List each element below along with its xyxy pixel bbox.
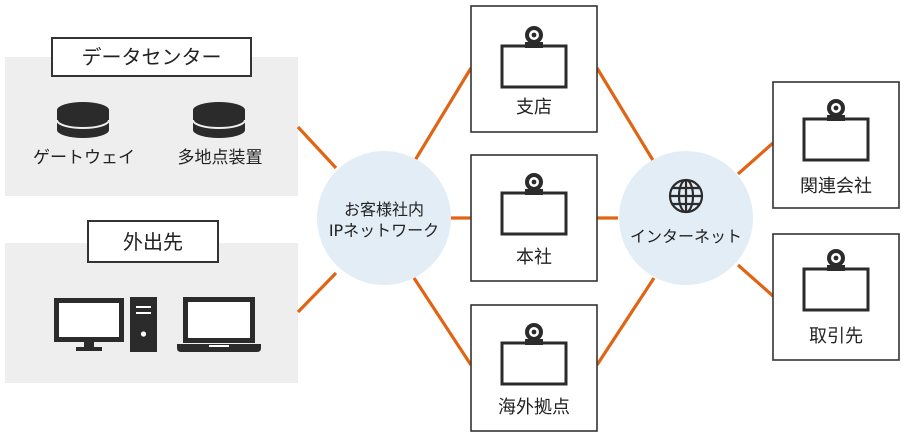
webcam-icon: [802, 99, 870, 162]
laptop-icon: [177, 297, 261, 352]
link-internet-client: [736, 263, 775, 298]
client-label: 取引先: [809, 326, 863, 347]
datacenter-title-box: [51, 37, 252, 77]
desktop-monitor-icon: [54, 298, 124, 351]
affiliate-label: 関連会社: [800, 176, 872, 197]
overseas-label: 海外拠点: [498, 397, 570, 418]
remote-title-box: [87, 220, 219, 263]
webcam-icon: [500, 323, 568, 386]
site-client: 取引先: [772, 233, 900, 361]
link-ip-overseas: [412, 277, 473, 366]
link-overseas-internet: [595, 277, 656, 366]
database-icon: [192, 102, 246, 138]
link-remote-ip: [296, 271, 338, 314]
connection-lines: [296, 67, 775, 366]
site-affiliate: 関連会社: [772, 81, 900, 209]
webcam-icon: [500, 26, 568, 89]
branch-label: 支店: [516, 97, 552, 118]
link-ip-branch: [412, 67, 473, 163]
link-branch-internet: [595, 67, 656, 163]
link-datacenter-ip: [296, 125, 338, 170]
site-overseas: 海外拠点: [470, 304, 598, 432]
datacenter-title: データセンター: [82, 45, 222, 69]
link-internet-affiliate: [736, 141, 775, 176]
pc-tower-icon: [130, 297, 157, 352]
gateway-label: ゲートウェイ: [33, 148, 135, 168]
ip-network-hub: [317, 151, 451, 285]
ip-network-label-line2: IPネットワーク: [329, 221, 439, 240]
remote-title: 外出先: [123, 230, 183, 254]
webcam-icon: [802, 249, 870, 312]
head-office-label: 本社: [516, 247, 552, 268]
webcam-icon: [500, 173, 568, 236]
internet-hub: [619, 151, 753, 285]
site-head-office: 本社: [470, 154, 598, 282]
site-branch: 支店: [470, 5, 598, 133]
internet-label: インターネット: [630, 227, 742, 246]
datacenter-panel: [5, 57, 298, 196]
globe-icon: [668, 178, 704, 214]
ip-network-label-line1: お客様社内: [344, 200, 424, 219]
mcu-label: 多地点装置: [178, 148, 263, 168]
database-icon: [56, 102, 110, 138]
